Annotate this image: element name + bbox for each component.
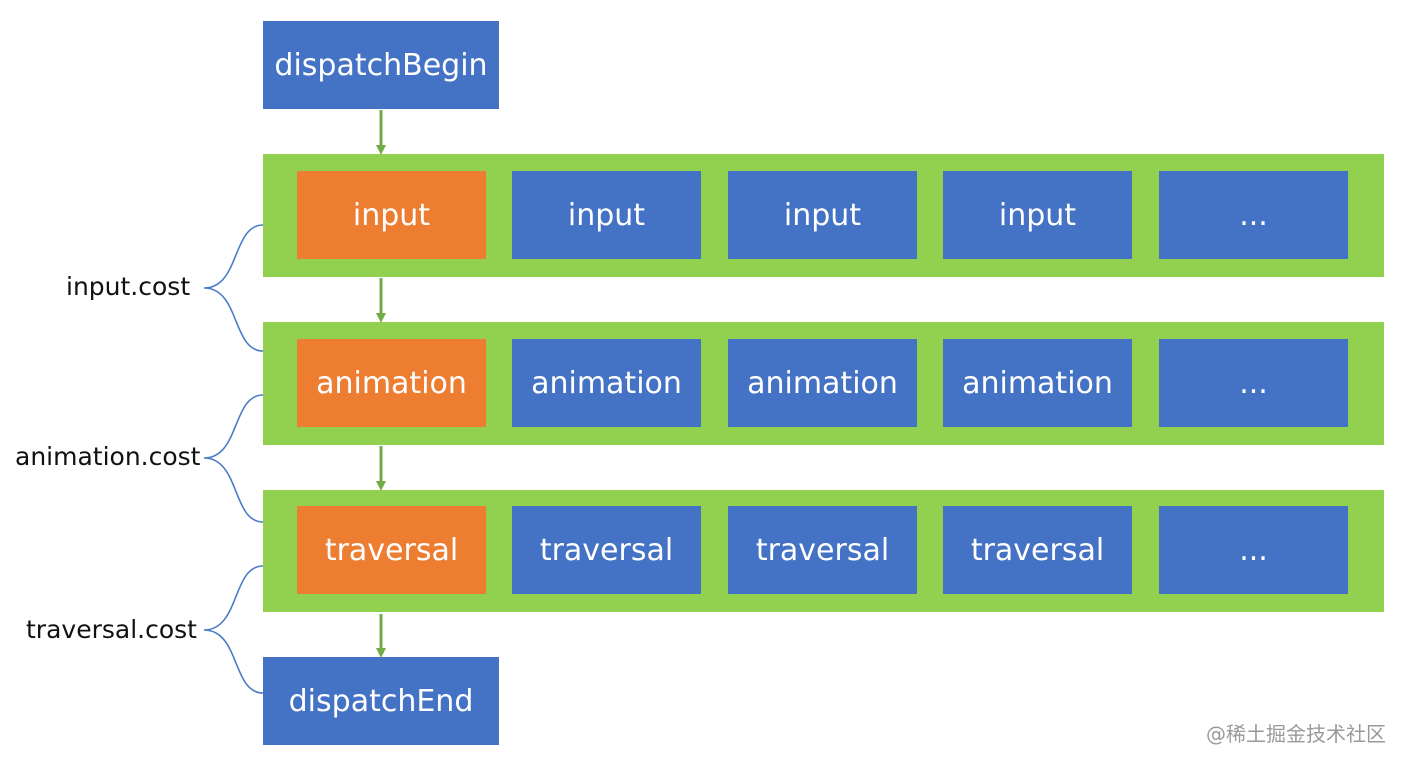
row-traversal-cell-5: ...: [1159, 506, 1348, 594]
cell-label: input: [783, 197, 862, 233]
cell-label: traversal: [970, 532, 1105, 568]
cell-label: input: [352, 197, 431, 233]
row-input-cell-4: input: [943, 171, 1132, 259]
dispatch-begin-box: dispatchBegin: [263, 21, 499, 109]
traversal-cost-label: traversal.cost: [26, 615, 197, 644]
row-animation-cell-4: animation: [943, 339, 1132, 427]
cell-label: traversal: [539, 532, 674, 568]
cell-label: ...: [1239, 197, 1268, 233]
cell-label: animation: [747, 365, 898, 401]
row-animation-cell-5: ...: [1159, 339, 1348, 427]
row-traversal-cell-2: traversal: [512, 506, 701, 594]
row-input-cell-3: input: [728, 171, 917, 259]
row-traversal-cell-4: traversal: [943, 506, 1132, 594]
watermark: @稀土掘金技术社区: [1206, 722, 1386, 746]
traversal-cost-brace: [203, 565, 264, 694]
row-input-cell-2: input: [512, 171, 701, 259]
row-animation-cell-2: animation: [512, 339, 701, 427]
row-input-cell-1: input: [297, 171, 486, 259]
input-cost-brace: [203, 224, 264, 352]
cell-label: traversal: [755, 532, 890, 568]
cell-label: input: [998, 197, 1077, 233]
input-cost-label: input.cost: [66, 272, 191, 301]
dispatch-end-label: dispatchEnd: [288, 683, 474, 719]
row-traversal-cell-1: traversal: [297, 506, 486, 594]
cell-label: ...: [1239, 532, 1268, 568]
cell-label: animation: [962, 365, 1113, 401]
dispatch-end-box: dispatchEnd: [263, 657, 499, 745]
cell-label: input: [567, 197, 646, 233]
row-input-cell-5: ...: [1159, 171, 1348, 259]
cell-label: ...: [1239, 365, 1268, 401]
cell-label: traversal: [324, 532, 459, 568]
row-animation-cell-3: animation: [728, 339, 917, 427]
animation-cost-brace: [203, 394, 264, 523]
animation-cost-label: animation.cost: [15, 442, 201, 471]
row-traversal-cell-3: traversal: [728, 506, 917, 594]
dispatch-begin-label: dispatchBegin: [274, 47, 488, 83]
cell-label: animation: [316, 365, 467, 401]
cell-label: animation: [531, 365, 682, 401]
row-animation-cell-1: animation: [297, 339, 486, 427]
